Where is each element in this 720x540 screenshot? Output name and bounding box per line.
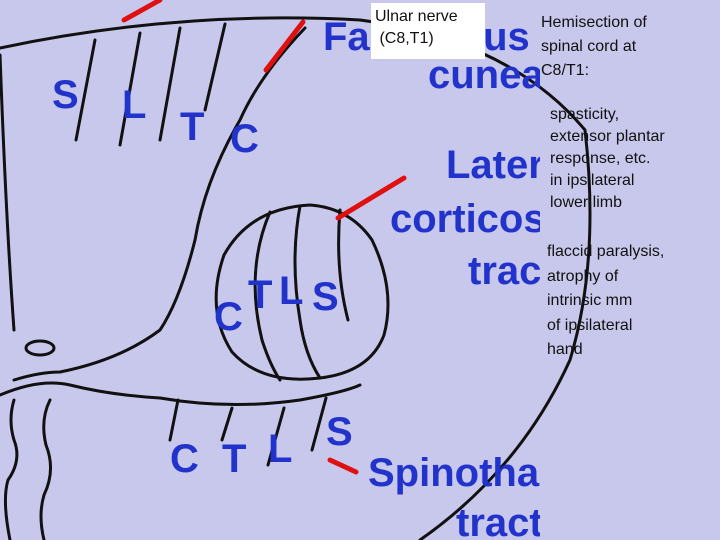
lesion-marks [121, 0, 407, 475]
flaccid-line2: atrophy of [547, 267, 619, 285]
ventral-horn-outline [0, 381, 362, 407]
label-cuneatus: cuneatus [428, 53, 604, 97]
stt-letter-t: T [222, 437, 246, 481]
flaccid-line3: intrinsic mm [547, 292, 633, 309]
flaccid-line1: flaccid paralysis, [547, 243, 665, 260]
spasticity-line1: spasticity, [550, 106, 620, 123]
cst-letter-s: S [312, 275, 339, 319]
ulnar-nerve-line2: (C8,T1) [375, 30, 434, 47]
flaccid-line5: hand [547, 341, 583, 358]
corticospinal-oval [214, 203, 390, 381]
spasticity-line2: extensor plantar [550, 128, 665, 145]
label-tract-2: tract [456, 501, 543, 540]
ulnar-nerve-line1: Ulnar nerve [375, 8, 458, 25]
cord-outer-boundary [0, 16, 592, 540]
spasticity-line3: response, etc. [550, 150, 651, 167]
ulnar-nerve-box: Ulnar nerve (C8,T1) [371, 3, 485, 59]
dorsal-letter-s: S [52, 73, 79, 117]
hemisection-line1: Hemisection of [541, 14, 647, 31]
dorsal-column-boundary [0, 53, 16, 332]
flaccid-note: flaccid paralysis, atrophy of intrinsic … [547, 240, 664, 363]
label-corticospinal: corticospinal [390, 197, 639, 241]
lesion-mark-corticospinal [335, 175, 407, 221]
label-spinothalamic: Spinothalamic [368, 451, 641, 495]
stt-letter-s: S [326, 410, 353, 454]
spasticity-line4: in ipsilateral [550, 172, 635, 189]
dorsal-letter-l: L [122, 83, 146, 127]
stt-letter-c: C [170, 437, 199, 481]
lesion-mark-spinothalamic [327, 457, 359, 475]
dorsal-letter-t: T [180, 105, 204, 149]
cord-outline [0, 16, 592, 540]
dorsal-letter-c: C [230, 117, 259, 161]
label-tract-1: tract [468, 249, 555, 293]
lesion-mark-top [121, 0, 163, 23]
hemisection-line3: C8/T1: [541, 62, 590, 79]
cst-letter-t: T [248, 273, 272, 317]
cst-letter-l: L [279, 269, 303, 313]
lamination-lines [74, 22, 350, 467]
label-lateral: Lateral [446, 143, 577, 187]
dorsal-horn-outline [12, 26, 307, 382]
spasticity-line5: lower limb [550, 194, 623, 211]
cst-letter-c: C [214, 295, 243, 339]
hemisection-line2: spinal cord at [541, 38, 637, 55]
lesion-mark-fasciculus [263, 19, 306, 73]
anterior-fissure [3, 398, 19, 540]
spasticity-note: spasticity, extensor plantar response, e… [550, 104, 665, 214]
anterior-fissure-right [39, 398, 52, 540]
hemisection-note: Hemisection of spinal cord at C8/T1: [541, 11, 647, 83]
flaccid-line4: of ipsilateral [547, 316, 633, 334]
central-canal [24, 339, 56, 357]
stt-letter-l: L [268, 427, 292, 471]
